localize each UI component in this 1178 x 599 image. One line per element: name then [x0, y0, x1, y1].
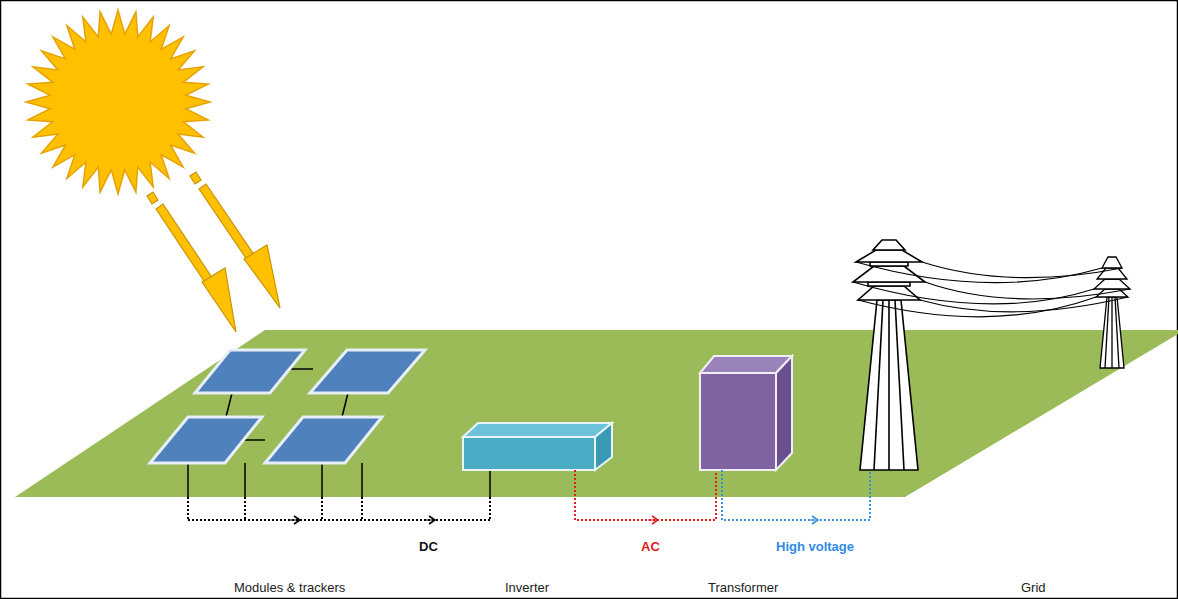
sunlight-arrows	[147, 172, 280, 332]
signal-label: AC	[641, 539, 660, 555]
transmission-pylon	[853, 240, 925, 470]
inverter-box	[463, 423, 612, 470]
transformer-box	[700, 356, 792, 470]
stage-label: Modules & trackers	[234, 580, 345, 596]
ac-wiring	[575, 470, 716, 520]
signal-label: High voltage	[776, 539, 854, 555]
stage-label: Inverter	[505, 580, 549, 596]
stage-label: Grid	[1021, 580, 1046, 596]
stage-label: Transformer	[708, 580, 778, 596]
hv-wiring	[722, 470, 870, 520]
sun-symbol	[26, 10, 210, 194]
power-lines	[853, 262, 1130, 317]
ground-plane	[15, 330, 1178, 497]
distant-pylon	[1094, 257, 1130, 368]
solar-panels	[150, 350, 425, 463]
signal-label: DC	[419, 539, 438, 555]
